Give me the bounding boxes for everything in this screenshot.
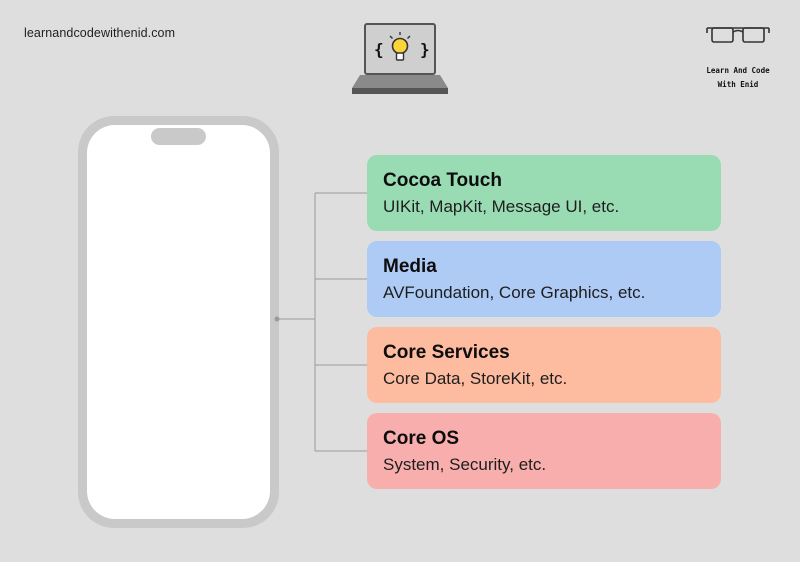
layer-media: Media AVFoundation, Core Graphics, etc.	[367, 241, 721, 317]
layer-title: Media	[383, 256, 437, 277]
svg-text:}: }	[420, 40, 430, 59]
layer-title: Core Services	[383, 342, 510, 363]
layer-description: UIKit, MapKit, Message UI, etc.	[383, 197, 620, 216]
layer-title: Core OS	[383, 428, 460, 449]
laptop-lightbulb-icon: { }	[352, 23, 448, 94]
layer-cocoa-touch: Cocoa Touch UIKit, MapKit, Message UI, e…	[367, 155, 721, 231]
glasses-icon	[706, 27, 770, 43]
brand-logo: Learn And Code With Enid	[695, 24, 781, 92]
iphone-outline	[78, 116, 279, 528]
phone-screen	[87, 125, 270, 519]
site-url: learnandcodewithenid.com	[24, 26, 176, 40]
layer-title: Cocoa Touch	[383, 170, 502, 191]
layer-description: Core Data, StoreKit, etc.	[383, 369, 568, 388]
layer-core-os: Core OS System, Security, etc.	[367, 413, 721, 489]
layer-description: System, Security, etc.	[383, 455, 547, 474]
layer-core-services: Core Services Core Data, StoreKit, etc.	[367, 327, 721, 403]
svg-text:{: {	[374, 40, 384, 59]
brand-name: Learn And Code With Enid	[706, 66, 770, 89]
layer-description: AVFoundation, Core Graphics, etc.	[383, 283, 646, 302]
phone-notch	[151, 128, 206, 145]
